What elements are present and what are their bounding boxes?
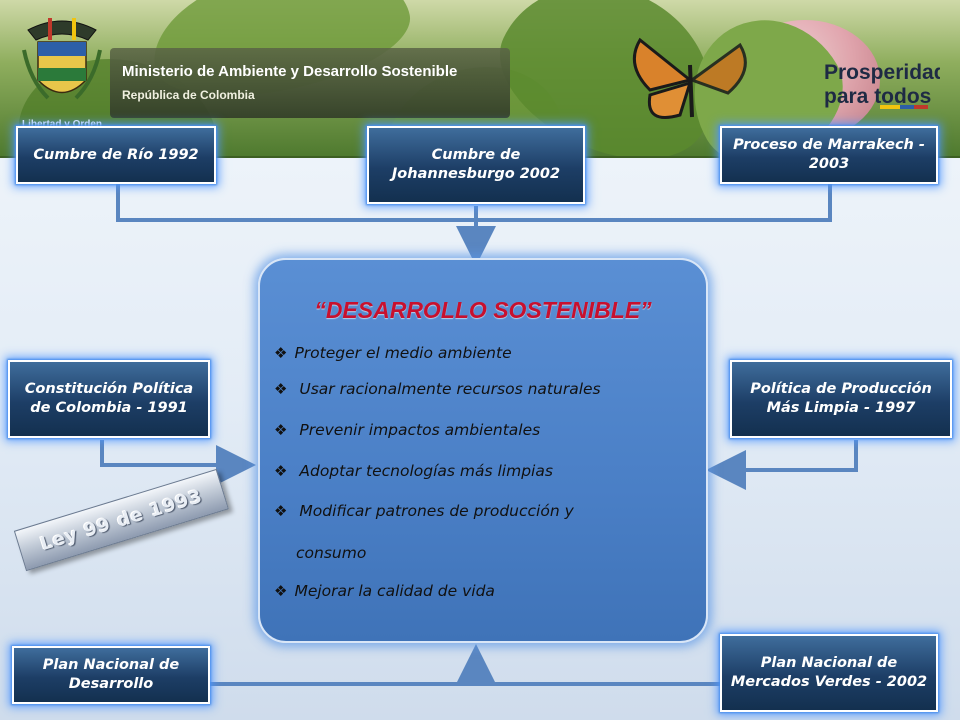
plan-nacional-desarrollo-box: Plan Nacional de Desarrollo xyxy=(12,646,210,704)
goal-item-continuation: consumo xyxy=(296,544,367,562)
constitucion-box: Constitución Política de Colombia - 1991 xyxy=(8,360,210,438)
crest-motto: Libertad y Orden xyxy=(22,119,103,130)
butterfly-icon xyxy=(632,37,747,119)
diamond-bullet-icon: ❖ xyxy=(274,462,288,480)
prosperidad-logo: Prosperidad para todos xyxy=(824,61,940,109)
desarrollo-sostenible-panel: “DESARROLLO SOSTENIBLE” ❖Proteger el med… xyxy=(258,258,708,643)
diamond-bullet-icon: ❖ xyxy=(274,344,288,362)
ministry-name: Ministerio de Ambiente y Desarrollo Sost… xyxy=(122,63,458,80)
goal-item: ❖ Adoptar tecnologías más limpias xyxy=(274,462,553,480)
goal-item: ❖ Prevenir impactos ambientales xyxy=(274,421,541,439)
goal-item: ❖ Usar racionalmente recursos naturales xyxy=(274,380,601,398)
right-side-arrow xyxy=(706,440,858,490)
plan-mercados-verdes-box: Plan Nacional de Mercados Verdes - 2002 xyxy=(720,634,938,712)
center-title: “DESARROLLO SOSTENIBLE” xyxy=(314,297,652,323)
cumbre-johannesburgo-box: Cumbre de Johannesburgo 2002 xyxy=(367,126,585,204)
goal-item: ❖Proteger el medio ambiente xyxy=(274,344,512,362)
diamond-bullet-icon: ❖ xyxy=(274,421,288,439)
colombia-crest-icon xyxy=(22,18,102,100)
cumbre-rio-box: Cumbre de Río 1992 xyxy=(16,126,216,184)
left-side-arrow xyxy=(100,440,256,485)
ministry-name-band xyxy=(110,48,510,118)
goal-item: ❖ Modificar patrones de producción y xyxy=(274,502,574,520)
proceso-marrakech-box: Proceso de Marrakech - 2003 xyxy=(720,126,938,184)
svg-text:para todos: para todos xyxy=(824,85,931,108)
diamond-bullet-icon: ❖ xyxy=(274,502,288,520)
country-name: República de Colombia xyxy=(122,88,255,102)
diamond-bullet-icon: ❖ xyxy=(274,380,288,398)
svg-text:Prosperidad: Prosperidad xyxy=(824,61,940,84)
goal-item: ❖Mejorar la calidad de vida xyxy=(274,582,495,600)
diamond-bullet-icon: ❖ xyxy=(274,582,288,600)
politica-produccion-limpia-box: Política de Producción Más Limpia - 1997 xyxy=(730,360,952,438)
